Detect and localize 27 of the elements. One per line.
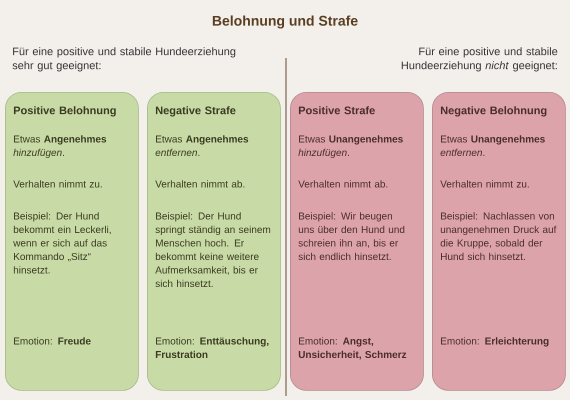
card-text: Etwas Unangenehmes entfernen. xyxy=(440,135,545,156)
card-text: Etwas Angenehmes hinzufügen. xyxy=(13,135,106,158)
emotion-text: Emotion: Erleichterung xyxy=(441,337,548,347)
intro-text: Für eine positive und stabile Hundeerziehung nicht geeignet: xyxy=(402,47,558,72)
example-text: Beispiel: Der Hund springt ständig an seinem Menschen hoch. Er bekommt keine weitere Aufmerksamkeit, bis er sich hinsetzt. xyxy=(155,212,270,288)
card xyxy=(290,92,424,391)
card-heading: Negative Strafe xyxy=(156,106,236,116)
card-text: Verhalten nimmt zu. xyxy=(440,180,529,188)
example-text: Beispiel: Wir beugen uns über den Hund und schreien ihn an, bis er sich endlich hinsetzt. xyxy=(298,212,404,260)
card-text: Verhalten nimmt zu. xyxy=(13,180,102,188)
card xyxy=(432,92,566,391)
card-heading: Negative Belohnung xyxy=(440,106,546,116)
example-text: Beispiel: Der Hund bekommt ein Leckerli, wenn er sich auf das Kommando „Sitz“ hinsetzt. xyxy=(13,212,111,274)
card xyxy=(147,92,281,391)
emotion-text: Emotion: Freude xyxy=(14,337,91,345)
card-text: Verhalten nimmt ab. xyxy=(155,180,244,188)
example-text: Beispiel: Nachlassen von unangenehmen Druck auf die Kruppe, sobald der Hund sich hinsetzt. xyxy=(440,212,556,260)
emotion-text: Emotion: Enttäuschung, Frustration xyxy=(156,337,268,358)
card-text: Etwas Angenehmes entfernen. xyxy=(156,135,248,156)
card-text: Etwas Unangenehmes hinzufügen. xyxy=(298,135,403,158)
emotion-text: Emotion: Angst, Unsicherheit, Schmerz xyxy=(298,337,406,360)
title: Belohnung und Strafe xyxy=(212,15,358,29)
intro-text: Für eine positive und stabile Hundeerziehung sehr gut geeignet: xyxy=(12,47,236,72)
card-heading: Positive Strafe xyxy=(298,106,375,114)
card-text: Verhalten nimmt ab. xyxy=(298,180,388,188)
card-heading: Positive Belohnung xyxy=(14,106,116,116)
card xyxy=(5,92,139,391)
